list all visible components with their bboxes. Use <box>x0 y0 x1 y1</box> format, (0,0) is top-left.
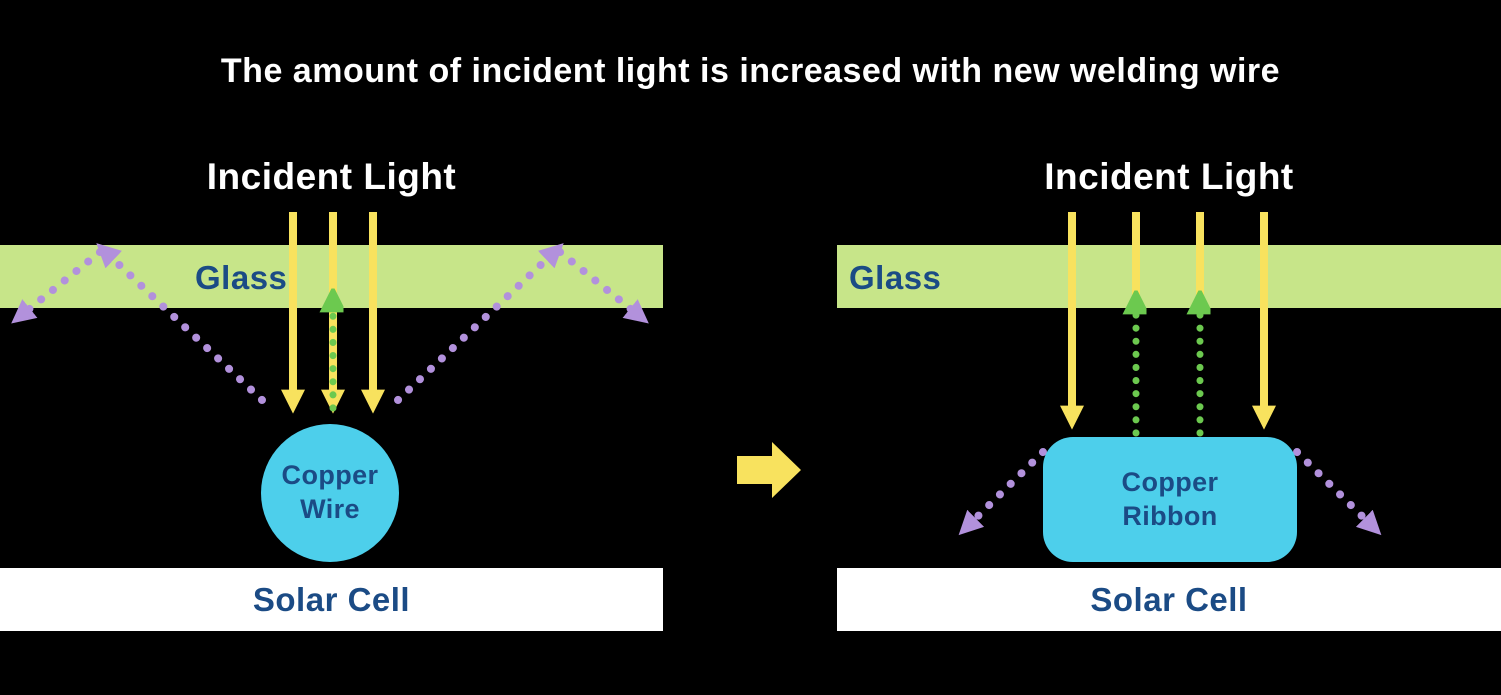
transition-arrow <box>737 442 801 498</box>
solar-cell-label-right: Solar Cell <box>1090 580 1248 618</box>
solar-cell-left: Solar Cell <box>0 568 663 631</box>
solar-cell-right: Solar Cell <box>837 568 1501 631</box>
diagram-title: The amount of incident light is increase… <box>220 52 1281 90</box>
scattered-ray-purple-right-out <box>556 248 649 324</box>
glass-layer-right <box>837 245 1501 308</box>
copper-ribbon-shape: Copper Ribbon <box>1043 437 1297 562</box>
glass-label-left: Glass <box>195 259 288 296</box>
copper-ribbon-label-line2: Ribbon <box>1122 500 1218 531</box>
incident-light-label-left: Incident Light <box>206 156 457 197</box>
incident-light-label-right: Incident Light <box>1044 156 1294 197</box>
scattered-ray-purple-ribbon-right <box>1293 448 1382 536</box>
copper-wire-shape: Copper Wire <box>261 424 399 562</box>
glass-label-right: Glass <box>849 259 942 296</box>
scattered-ray-purple-right-up <box>394 243 564 404</box>
copper-wire-label-line2: Wire <box>300 494 360 524</box>
solar-cell-label-left: Solar Cell <box>252 580 411 618</box>
copper-wire-label-line1: Copper <box>281 460 379 491</box>
copper-ribbon-label-line1: Copper <box>1121 466 1219 497</box>
scattered-ray-purple-left-out <box>11 248 104 324</box>
scattered-ray-purple-left-up <box>96 243 266 404</box>
scattered-ray-purple-ribbon-left <box>958 448 1047 536</box>
